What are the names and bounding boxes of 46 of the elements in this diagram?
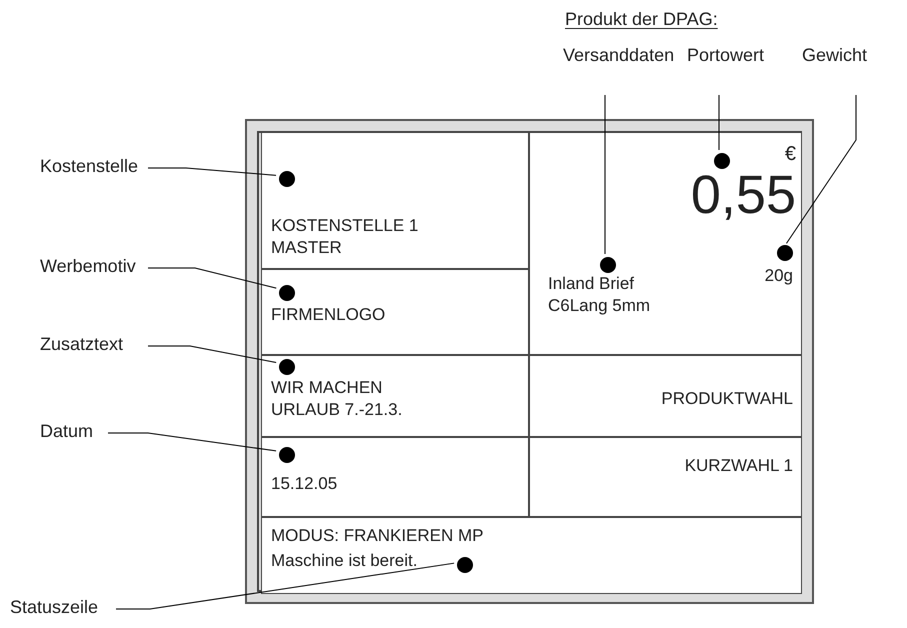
display-field (529, 437, 802, 517)
display-text: 20g (764, 265, 793, 287)
display-field (529, 355, 802, 437)
callout-dot (279, 171, 295, 187)
leader-line (148, 168, 277, 176)
display-field (261, 132, 529, 269)
status-bar (261, 517, 802, 594)
callout-label: Kostenstelle (40, 155, 138, 178)
display-text: 15.12.05 (271, 473, 338, 495)
callout-dot (714, 153, 730, 169)
leader-line (786, 94, 856, 244)
display-frame (245, 119, 814, 604)
display-text: PRODUKTWAHL (661, 388, 793, 410)
display-text: FIRMENLOGO (271, 304, 386, 326)
postage-amount: 0,55 (690, 168, 796, 222)
leader-line (116, 562, 455, 610)
leader-line (604, 94, 606, 254)
leader-line (718, 94, 720, 150)
leader-line (148, 268, 277, 289)
callout-dot (279, 285, 295, 301)
callout-label: Werbemotiv (40, 255, 136, 278)
leader-line (148, 346, 277, 363)
heading-text: Produkt der DPAG: (565, 8, 718, 31)
callout-dot (600, 257, 616, 273)
display-text: MODUS: FRANKIEREN MP (271, 525, 484, 547)
display-text: Maschine ist bereit. (271, 550, 418, 572)
callout-label: Zusatztext (40, 333, 124, 356)
currency-symbol: € (784, 142, 796, 167)
display-text: WIR MACHEN URLAUB 7.-21.3. (271, 377, 404, 421)
callout-dot (279, 447, 295, 463)
display-field (261, 269, 529, 355)
display-text: KOSTENSTELLE 1 MASTER (271, 215, 420, 259)
callout-label: Versanddaten (563, 44, 674, 67)
display-field (261, 437, 529, 517)
callout-dot (279, 359, 295, 375)
callout-dot (777, 245, 793, 261)
callout-label: Datum (40, 420, 94, 443)
display-field (261, 355, 529, 437)
callout-label: Statuszeile (10, 596, 98, 619)
callout-label: Portowert (687, 44, 764, 67)
callout-dot (457, 557, 473, 573)
display-text: KURZWAHL 1 (684, 455, 793, 477)
leader-line (108, 432, 277, 452)
display-text: Inland Brief C6Lang 5mm (548, 273, 652, 317)
postage-panel (529, 132, 802, 355)
callout-label: Gewicht (802, 44, 868, 67)
